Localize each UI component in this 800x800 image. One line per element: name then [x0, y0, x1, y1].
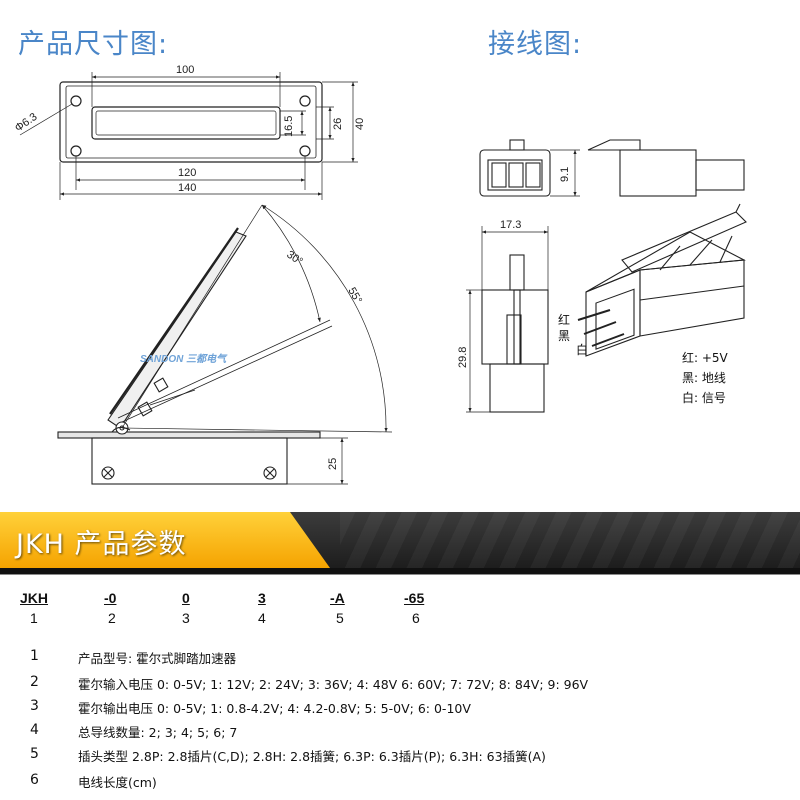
- spec-num: 5: [30, 746, 39, 762]
- code-index-1: 1: [30, 610, 38, 626]
- spec-num: 6: [30, 772, 39, 788]
- dimension-drawing-heading: 产品尺寸图:: [18, 29, 169, 60]
- spec-output-voltage: 霍尔输出电压 0: 0-5V; 1: 0.8-4.2V; 4: 4.2-0.8V…: [78, 701, 471, 716]
- spec-product-model: 产品型号: 霍尔式脚踏加速器: [78, 651, 237, 666]
- code-index-2: 2: [108, 610, 116, 626]
- dim-label-hole-diameter: Φ6.3: [13, 111, 40, 135]
- spec-num: 1: [30, 648, 39, 664]
- banner-stripe-pattern: [340, 512, 800, 568]
- dim-label-140: 140: [178, 182, 196, 194]
- banner-title: JKH 产品参数: [16, 529, 187, 560]
- dim-label-17-3: 17.3: [500, 219, 521, 231]
- code-part-plug-type: -A: [330, 590, 345, 606]
- dim-label-29-8: 29.8: [457, 347, 469, 368]
- spec-num: 3: [30, 698, 39, 714]
- wire-legend-item-black: 黑: 地线: [682, 371, 726, 385]
- code-part-series: JKH: [20, 590, 49, 606]
- connector-isometric-view: [585, 203, 747, 357]
- wire-color-white-label: 白: [576, 342, 588, 357]
- wire-legend-item-red: 红: +5V: [682, 350, 729, 365]
- dim-label-16-5: 16.5: [283, 116, 295, 137]
- angle-label-30: 30°: [284, 249, 305, 268]
- code-part-input-voltage: -0: [104, 590, 117, 606]
- wire-color-red-label: 红: [558, 312, 570, 327]
- top-view-plate: [59, 81, 323, 163]
- spec-plug-type: 插头类型 2.8P: 2.8插片(C,D); 2.8H: 2.8插簧; 6.3P…: [78, 749, 546, 764]
- connector-lower-view: [481, 254, 549, 413]
- watermark: SANDON 三都电气: [140, 353, 228, 365]
- code-part-wire-count: 3: [258, 590, 266, 606]
- dim-label-25: 25: [327, 458, 339, 470]
- wiring-diagram-heading: 接线图:: [488, 29, 583, 60]
- connector-side-view: [587, 139, 745, 197]
- code-index-5: 5: [336, 610, 344, 626]
- angle-label-55: 55°: [345, 286, 364, 306]
- spec-input-voltage: 霍尔输入电压 0: 0-5V; 1: 12V; 2: 24V; 3: 36V; …: [78, 677, 589, 692]
- code-part-output-voltage: 0: [182, 590, 190, 606]
- product-parameters-banner: JKH 产品参数: [0, 512, 800, 568]
- dim-label-26: 26: [332, 118, 344, 130]
- side-view-pedal: [57, 227, 333, 485]
- dim-label-40: 40: [354, 118, 366, 130]
- spec-num: 2: [30, 674, 39, 690]
- banner-accent: [0, 512, 330, 568]
- connector-pins: [577, 309, 625, 347]
- code-part-cable-length: -65: [404, 590, 425, 606]
- spec-wire-count: 总导线数量: 2; 3; 4; 5; 6; 7: [78, 725, 238, 740]
- code-index-4: 4: [258, 610, 266, 626]
- banner-bottom-bar: [0, 568, 800, 574]
- dim-label-9-1: 9.1: [559, 167, 571, 182]
- wire-color-black-label: 黑: [558, 329, 570, 343]
- technical-drawing: 100 120 140 16.5 26 40 Φ6.3 30° 55° 25: [13, 64, 747, 485]
- dim-label-120: 120: [178, 167, 196, 179]
- wire-legend-item-white: 白: 信号: [682, 390, 726, 405]
- spec-cable-length: 电线长度(cm): [78, 775, 157, 790]
- code-index-3: 3: [182, 610, 190, 626]
- banner-divider: [0, 574, 800, 575]
- spec-num: 4: [30, 722, 39, 738]
- dim-label-100: 100: [176, 64, 194, 76]
- connector-front-view: [479, 139, 551, 197]
- code-index-6: 6: [412, 610, 420, 626]
